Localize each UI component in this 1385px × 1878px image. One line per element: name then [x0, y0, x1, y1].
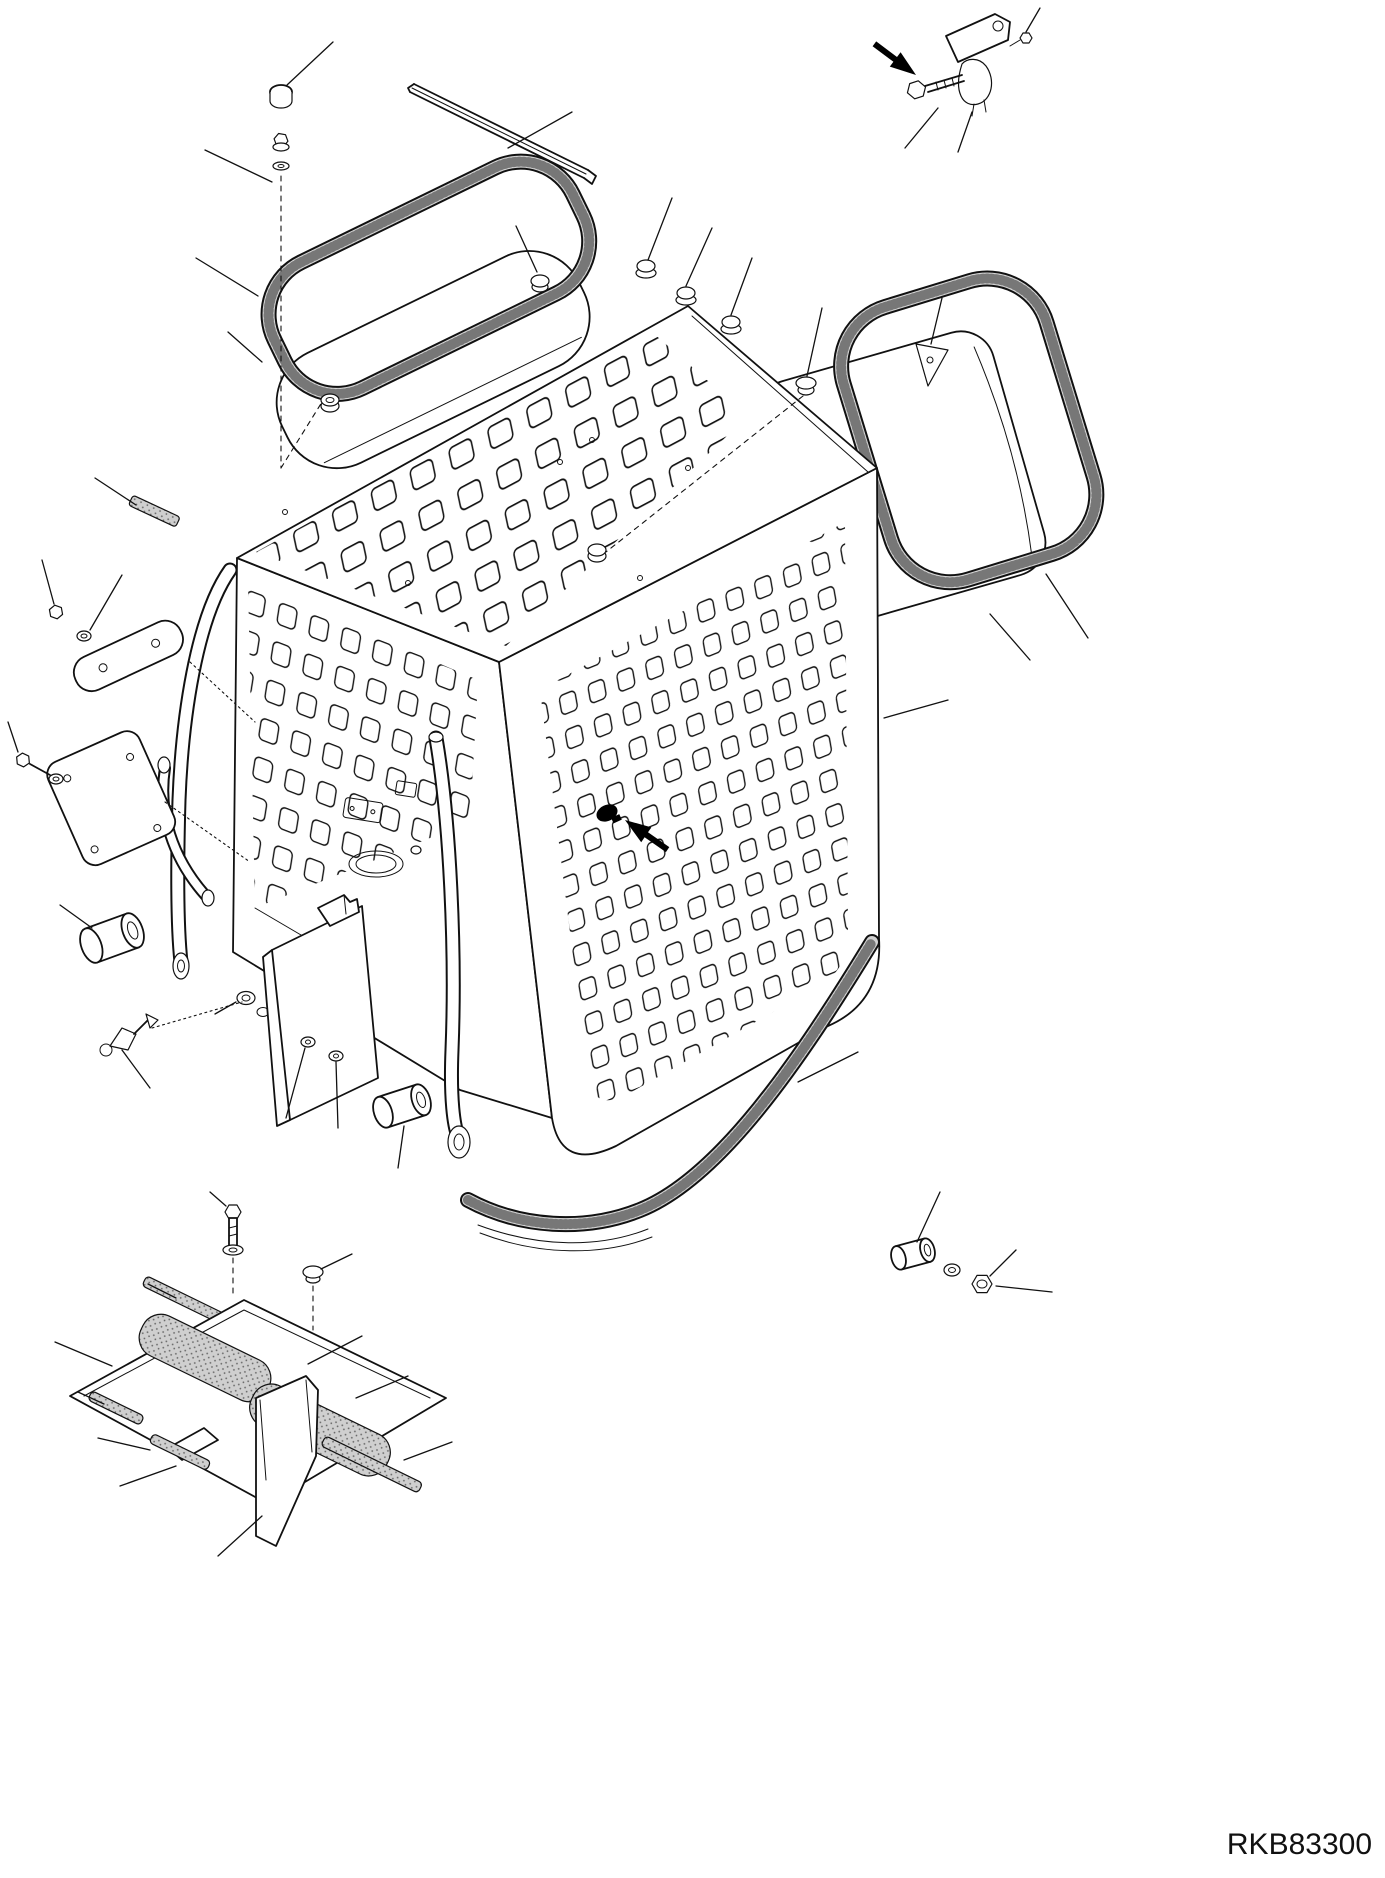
roof-cap-bolt-assembly	[269, 84, 323, 469]
bottom-seal-strip	[460, 934, 880, 1233]
side-plate-upper	[72, 619, 184, 693]
roof-nuts	[635, 259, 742, 335]
pillar-handle-front	[428, 730, 471, 1159]
thin-trim-strip	[477, 1224, 653, 1252]
grommet-pair	[236, 990, 270, 1017]
roof-trim-strip	[407, 83, 597, 185]
callout-arrow-mid-icon	[625, 820, 670, 853]
mounting-bolt-lower	[16, 752, 64, 785]
side-plate-lower	[46, 730, 177, 867]
warning-triangle-marker	[915, 343, 949, 387]
mounting-bolt-upper	[48, 604, 92, 642]
roller-spacer-left	[79, 912, 145, 964]
floor-bolt	[222, 1204, 244, 1297]
floor-mat-assembly	[69, 1204, 447, 1547]
small-seal-strip	[128, 495, 180, 527]
door-cover-panel	[262, 894, 379, 1127]
grab-handle-door	[157, 756, 215, 907]
roof-panel	[236, 305, 878, 663]
construction-lines	[151, 395, 804, 1029]
roof-seal-ring	[260, 153, 598, 402]
grab-handle-left	[170, 562, 238, 980]
side-mesh-panel	[498, 467, 881, 1156]
clamp-assembly	[906, 13, 1033, 117]
callout-arrow-top-icon	[872, 41, 916, 75]
plug-blob	[596, 804, 622, 824]
drawing-code-label: RKB83300	[1227, 1828, 1372, 1861]
roller-spacer-front	[372, 1083, 432, 1129]
leader-lines	[7, 7, 1089, 1557]
right-lower-fittings	[890, 1237, 993, 1294]
floor-cap	[302, 1265, 324, 1331]
roof-caps	[320, 274, 817, 563]
floor-bracket	[255, 1375, 319, 1547]
key-clip	[99, 1013, 159, 1057]
